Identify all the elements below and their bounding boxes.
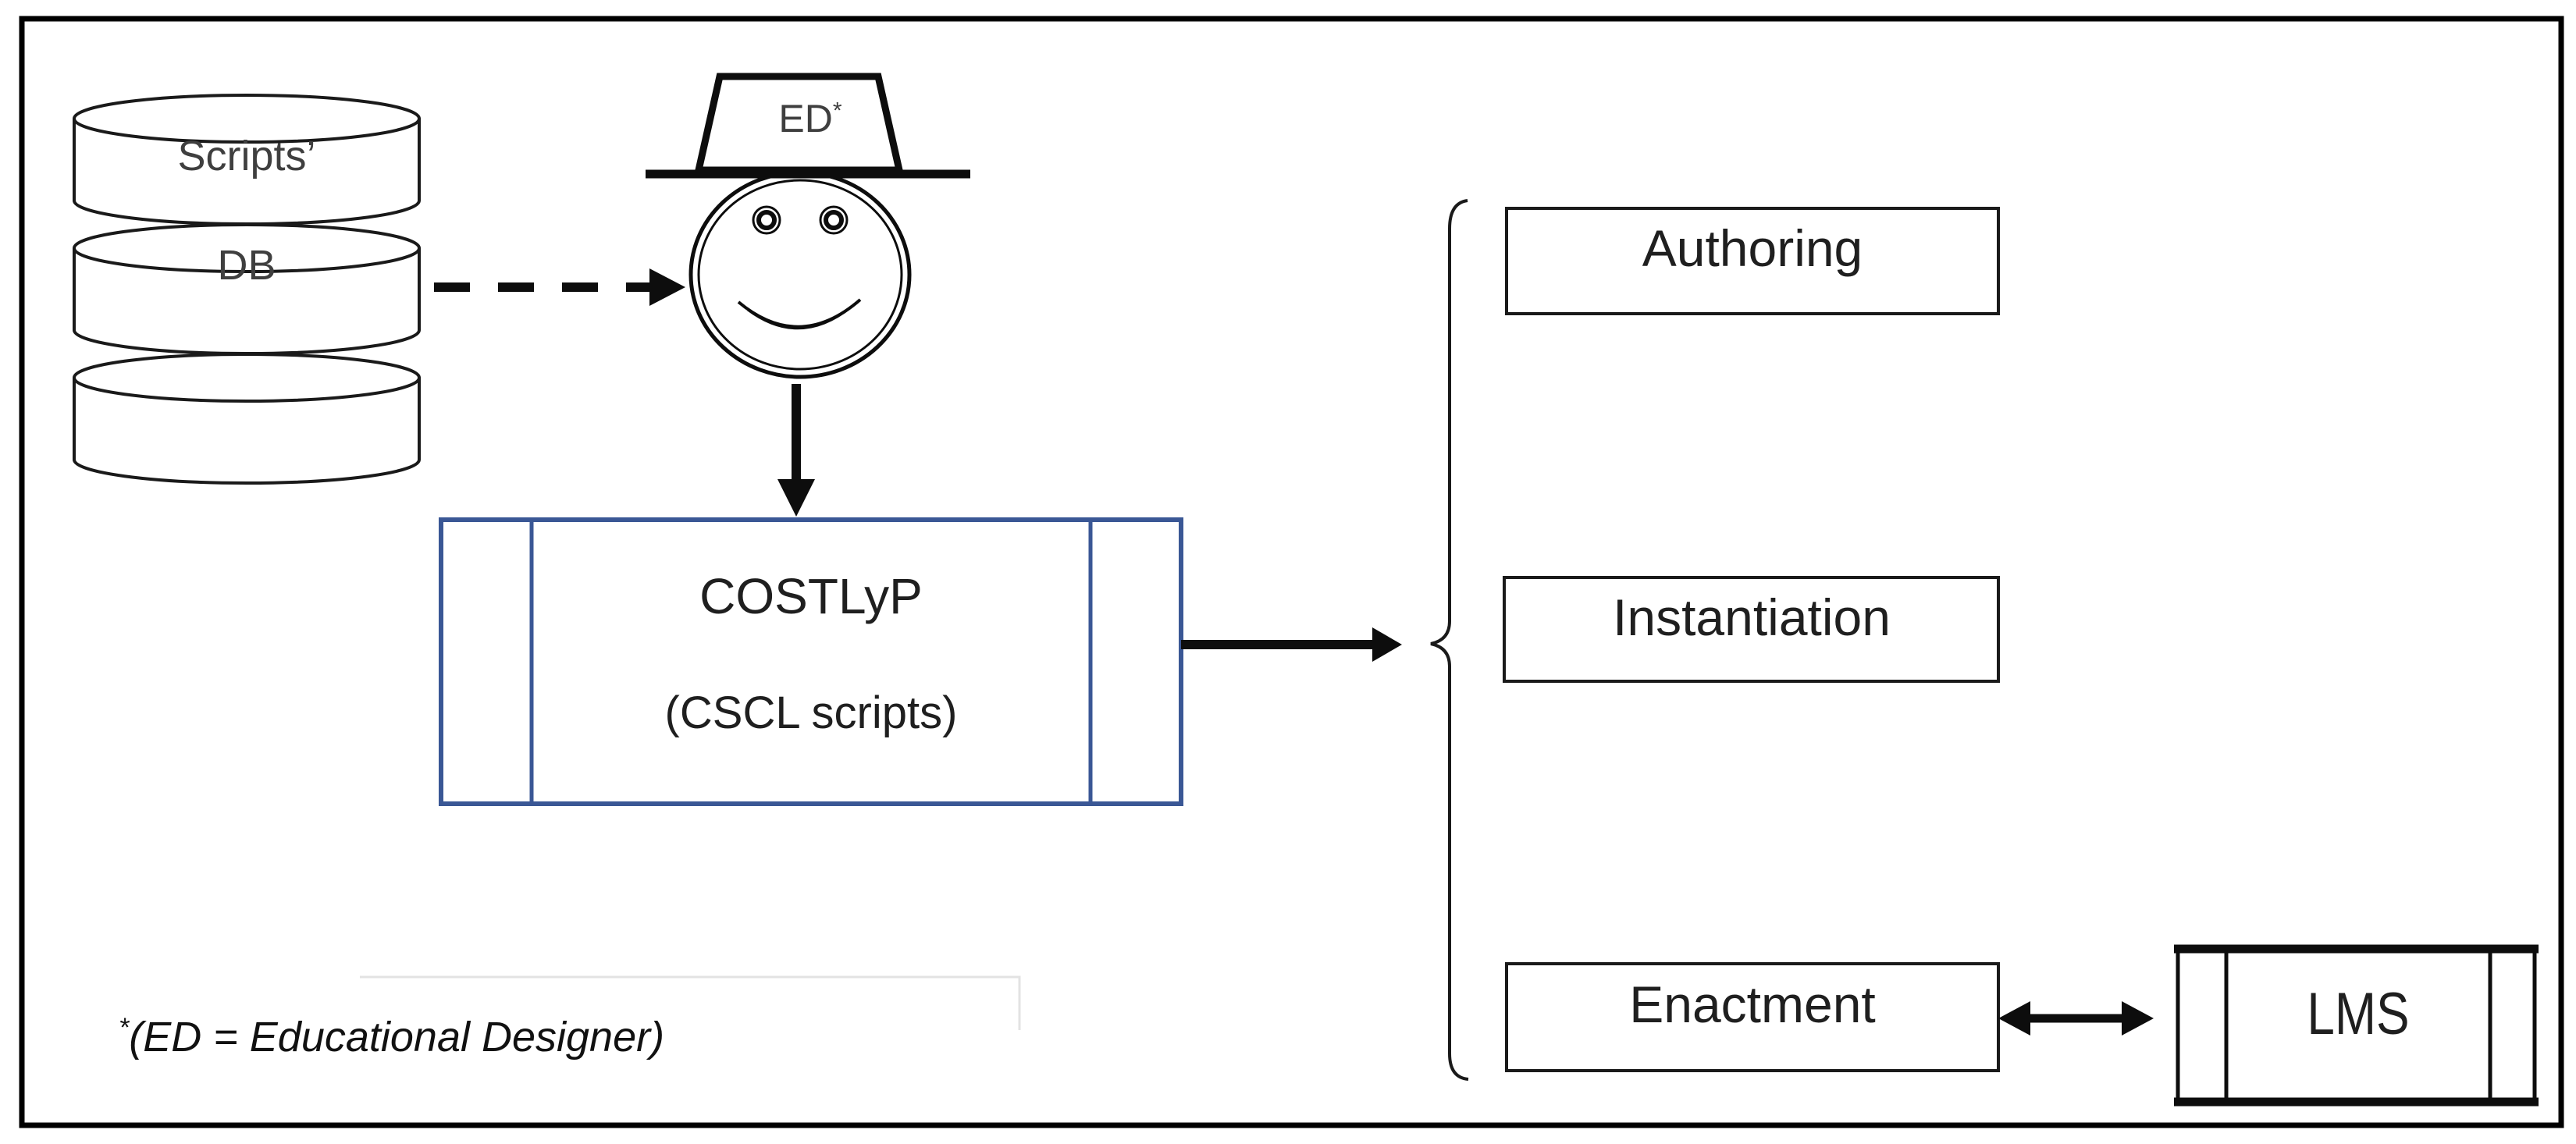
- designer-face-icon: [646, 73, 970, 379]
- footnote-asterisk: *: [119, 1013, 130, 1043]
- designer-hat-icon: [646, 73, 970, 179]
- costlyp-title: COSTLyP: [699, 568, 923, 624]
- database-middle-label: DB: [217, 242, 276, 289]
- phase-label-enactment: Enactment: [1629, 975, 1876, 1033]
- instantiation-box: [1503, 576, 2000, 683]
- arrow-costlyp-to-phases: [1181, 627, 1402, 662]
- smile-icon: [737, 298, 862, 330]
- right-eye-icon: [819, 205, 849, 235]
- faint-artifact-line: [360, 975, 1021, 1030]
- designer-hat-text: ED: [778, 97, 833, 140]
- arrow-enactment-lms: [1998, 1001, 2154, 1036]
- database-cylinder-bottom: [73, 353, 421, 485]
- footnote-text: (ED = Educational Designer): [129, 1014, 665, 1061]
- enactment-box: [1505, 962, 2000, 1072]
- lms-box: [2174, 944, 2539, 1107]
- database-cylinder-middle: [73, 223, 421, 355]
- phases-brace: [1430, 199, 1469, 1081]
- footnote: *(ED = Educational Designer): [119, 1014, 664, 1058]
- costlyp-subtitle: (CSCL scripts): [664, 687, 958, 738]
- costlyp-box: [439, 517, 1183, 806]
- database-cylinder-top: [73, 94, 421, 226]
- left-eye-icon: [752, 205, 781, 235]
- arrow-designer-to-costlyp: [777, 384, 815, 517]
- database-icon: [73, 94, 421, 485]
- face-inner-ring: [697, 179, 903, 371]
- database-top-label: Scripts’: [177, 133, 316, 179]
- designer-hat-asterisk: *: [832, 98, 842, 124]
- phase-label-authoring: Authoring: [1642, 219, 1863, 277]
- figure-frame: [19, 16, 2564, 1128]
- phase-label-instantiation: Instantiation: [1613, 588, 1891, 646]
- arrow-db-to-designer: [434, 268, 685, 306]
- lms-label: LMS: [2307, 981, 2410, 1047]
- designer-hat-label: ED*: [778, 99, 841, 138]
- authoring-box: [1505, 207, 2000, 315]
